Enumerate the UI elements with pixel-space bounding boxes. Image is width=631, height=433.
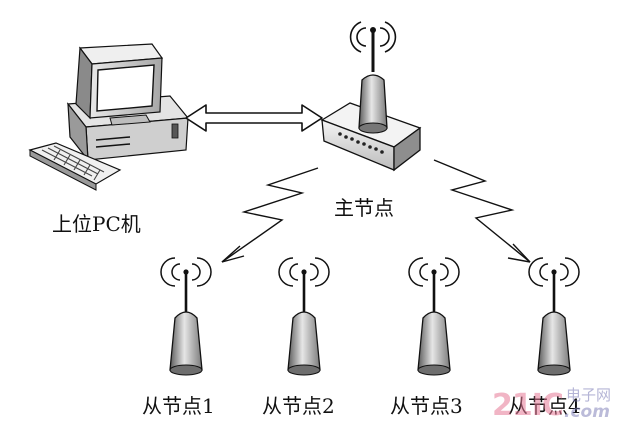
wireless-link-right xyxy=(433,159,531,263)
slave-node-2-antenna-icon xyxy=(278,257,330,376)
watermark-logo: 21IC 电子网 .com xyxy=(486,382,626,428)
slave-node-1-antenna-icon xyxy=(160,257,212,376)
wireless-link-left xyxy=(221,167,319,263)
slave-node-3-label: 从节点3 xyxy=(390,394,463,418)
pc-computer-icon xyxy=(28,43,190,191)
watermark-digits: 21IC xyxy=(492,388,564,423)
bidirectional-link-arrow xyxy=(185,104,323,132)
watermark-suffix: .com xyxy=(564,402,610,422)
slave-node-4-antenna-icon xyxy=(528,257,580,376)
host-pc-label: 上位PC机 xyxy=(52,212,141,236)
master-node-label: 主节点 xyxy=(334,196,394,220)
slave-node-1-label: 从节点1 xyxy=(142,394,215,418)
watermark-cn-text: 电子网 xyxy=(566,386,612,404)
slave-node-3-antenna-icon xyxy=(408,257,460,376)
slave-node-2-label: 从节点2 xyxy=(262,394,335,418)
master-node-device-icon xyxy=(320,21,422,172)
slave-node-4-label: 从节点4 xyxy=(508,394,581,418)
